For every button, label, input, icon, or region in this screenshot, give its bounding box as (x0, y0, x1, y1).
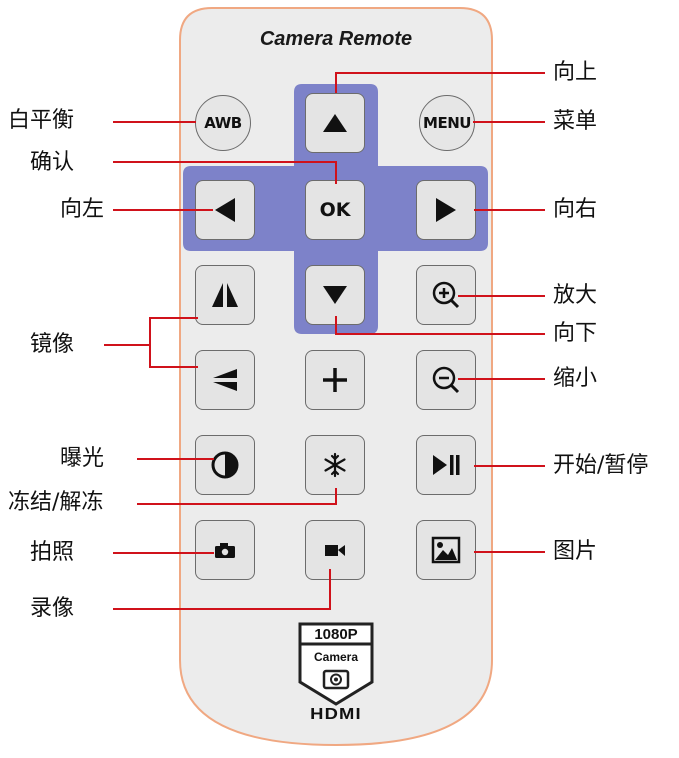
badge-resolution: 1080P (314, 626, 358, 643)
record-button[interactable] (305, 520, 365, 580)
label-right: 向右 (553, 197, 598, 222)
hdmi-logo: HDMI (310, 706, 362, 723)
down-arrow-icon (323, 286, 347, 304)
label-confirm: 确认 (30, 150, 75, 175)
mirror-horizontal-icon (212, 283, 238, 307)
left-arrow-icon (215, 198, 235, 222)
right-arrow-icon (436, 198, 456, 222)
label-mirror: 镜像 (30, 332, 75, 357)
exposure-icon (211, 451, 239, 479)
plus-icon (323, 368, 347, 392)
zoom-out-button[interactable] (416, 350, 476, 410)
play-pause-icon (433, 455, 460, 475)
photo-button[interactable] (195, 520, 255, 580)
left-button[interactable] (195, 180, 255, 240)
right-button[interactable] (416, 180, 476, 240)
remote-title: Camera Remote (259, 28, 413, 50)
down-button[interactable] (305, 265, 365, 325)
label-zoom-out: 缩小 (553, 366, 598, 391)
mirror-vertical-button[interactable] (195, 350, 255, 410)
menu-button[interactable]: MENU (419, 95, 475, 151)
label-photo: 拍照 (30, 540, 75, 565)
zoom-in-icon (432, 281, 460, 309)
ok-button[interactable]: OK (305, 180, 365, 240)
badge-shield-icon (298, 622, 374, 706)
label-record: 录像 (30, 596, 75, 621)
freeze-button[interactable] (305, 435, 365, 495)
label-play-pause: 开始/暂停 (553, 453, 649, 478)
up-button[interactable] (305, 93, 365, 153)
label-zoom-in: 放大 (553, 283, 598, 308)
label-menu: 菜单 (553, 109, 598, 134)
up-arrow-icon (323, 114, 347, 132)
label-exposure: 曝光 (60, 446, 105, 471)
camera-icon (215, 543, 235, 558)
gallery-button[interactable] (416, 520, 476, 580)
snowflake-icon (324, 452, 346, 478)
badge-camera: Camera (313, 650, 359, 664)
label-left: 向左 (60, 197, 105, 222)
label-up: 向上 (553, 60, 598, 85)
hdmi-badge: 1080P Camera HDMI (296, 620, 376, 725)
label-gallery: 图片 (553, 539, 598, 564)
play-pause-button[interactable] (416, 435, 476, 495)
image-icon (431, 536, 461, 564)
zoom-out-icon (432, 366, 460, 394)
label-white-balance: 白平衡 (8, 108, 75, 133)
label-down: 向下 (553, 321, 598, 346)
mirror-vertical-icon (213, 369, 237, 391)
awb-button[interactable]: AWB (195, 95, 251, 151)
exposure-button[interactable] (195, 435, 255, 495)
video-camera-icon (325, 545, 345, 556)
mirror-horizontal-button[interactable] (195, 265, 255, 325)
plus-button[interactable] (305, 350, 365, 410)
label-freeze: 冻结/解冻 (8, 490, 104, 515)
zoom-in-button[interactable] (416, 265, 476, 325)
